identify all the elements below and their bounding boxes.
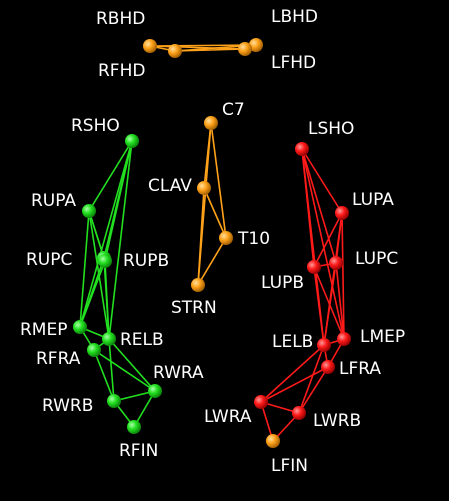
edge-lelb-lwrb (298, 344, 325, 414)
edge-rupa-rmep (79, 210, 90, 328)
marker-c7 (204, 116, 218, 130)
label-rupa: RUPA (31, 191, 76, 211)
marker-lfra (321, 360, 335, 374)
edge-lupb-lmep (313, 266, 345, 340)
marker-lfhd (238, 42, 252, 56)
edge-lupa-lmep (341, 212, 345, 340)
edge-rsho-relb (108, 140, 133, 340)
label-rupb: RUPB (123, 251, 169, 271)
edge-rsho-rupa (88, 140, 133, 212)
label-rfra: RFRA (36, 349, 81, 369)
marker-rmep (73, 320, 87, 334)
label-lmep: LMEP (360, 327, 405, 347)
marker-clav (197, 181, 211, 195)
marker-lwra (254, 395, 268, 409)
marker-connections (79, 44, 345, 442)
label-rfin: RFIN (119, 441, 158, 461)
marker-lbhd (249, 38, 263, 52)
edge-lelb-lwra (260, 344, 325, 403)
edge-lsho-lupc (301, 148, 337, 264)
label-t10: T10 (237, 229, 270, 249)
label-c7: C7 (222, 100, 245, 120)
edge-rsho-rupb (104, 140, 133, 262)
edge-relb-rwra (108, 338, 156, 392)
label-rwrb: RWRB (42, 396, 93, 416)
marker-lmep (337, 332, 351, 346)
marker-rsho (125, 134, 139, 148)
label-strn: STRN (171, 298, 217, 318)
marker-t10 (219, 231, 233, 245)
marker-strn (191, 278, 205, 292)
label-lupa: LUPA (352, 190, 394, 210)
label-rfhd: RFHD (98, 61, 145, 81)
label-lfin: LFIN (271, 456, 308, 476)
marker-rupb (98, 254, 112, 268)
label-lupb: LUPB (261, 273, 304, 293)
marker-rfra (87, 343, 101, 357)
marker-lwrb (292, 406, 306, 420)
marker-rfin (127, 420, 141, 434)
edge-lsho-lmep (301, 148, 345, 340)
label-rwra: RWRA (153, 363, 204, 383)
marker-rupa (82, 204, 96, 218)
label-rsho: RSHO (71, 116, 120, 136)
edge-clav-strn (197, 187, 205, 286)
edge-rfra-rwra (93, 349, 156, 392)
edge-rsho-rmep (79, 140, 133, 328)
marker-lfin (266, 434, 280, 448)
edge-clav-t10 (203, 187, 227, 239)
label-clav: CLAV (148, 176, 192, 196)
label-lwra: LWRA (204, 407, 252, 427)
label-lbhd: LBHD (271, 7, 318, 27)
label-rbhd: RBHD (96, 9, 145, 29)
edge-lupc-lmep (335, 262, 345, 340)
label-lupc: LUPC (355, 249, 398, 269)
edge-lfra-lwrb (298, 366, 329, 414)
edge-lfra-lwra (260, 366, 329, 403)
label-lsho: LSHO (308, 119, 354, 139)
edge-rupb-relb (104, 260, 110, 340)
marker-relb (102, 332, 116, 346)
label-lelb: LELB (272, 332, 313, 352)
label-relb: RELB (120, 330, 164, 350)
edge-rwra-rwrb (113, 390, 156, 402)
edge-t10-strn (197, 237, 227, 286)
edge-lupb-lelb (313, 266, 325, 346)
marker-rfhd (168, 44, 182, 58)
marker-rwra (148, 384, 162, 398)
edge-rbhd-lfhd (149, 45, 246, 50)
marker-lupb (307, 260, 321, 274)
label-lfra: LFRA (339, 359, 381, 379)
marker-lupa (335, 206, 349, 220)
marker-lsho (295, 142, 309, 156)
label-rupc: RUPC (26, 250, 72, 270)
marker-points (73, 38, 351, 448)
edge-rfra-rwrb (93, 349, 115, 402)
edge-lsho-lupa (301, 148, 343, 214)
label-lfhd: LFHD (271, 53, 316, 73)
edge-lupa-lupb (313, 212, 343, 268)
marker-lelb (317, 338, 331, 352)
edge-rupb-rmep (79, 260, 106, 328)
label-rmep: RMEP (20, 320, 67, 340)
marker-rwrb (107, 394, 121, 408)
label-lwrb: LWRB (313, 411, 361, 431)
marker-labels: RBHD LBHD RFHD LFHD C7 CLAV T10 STRN RSH… (20, 7, 405, 476)
edge-c7-t10 (210, 122, 227, 239)
edge-relb-rwrb (108, 338, 115, 402)
marker-rbhd (143, 39, 157, 53)
marker-lupc (329, 256, 343, 270)
